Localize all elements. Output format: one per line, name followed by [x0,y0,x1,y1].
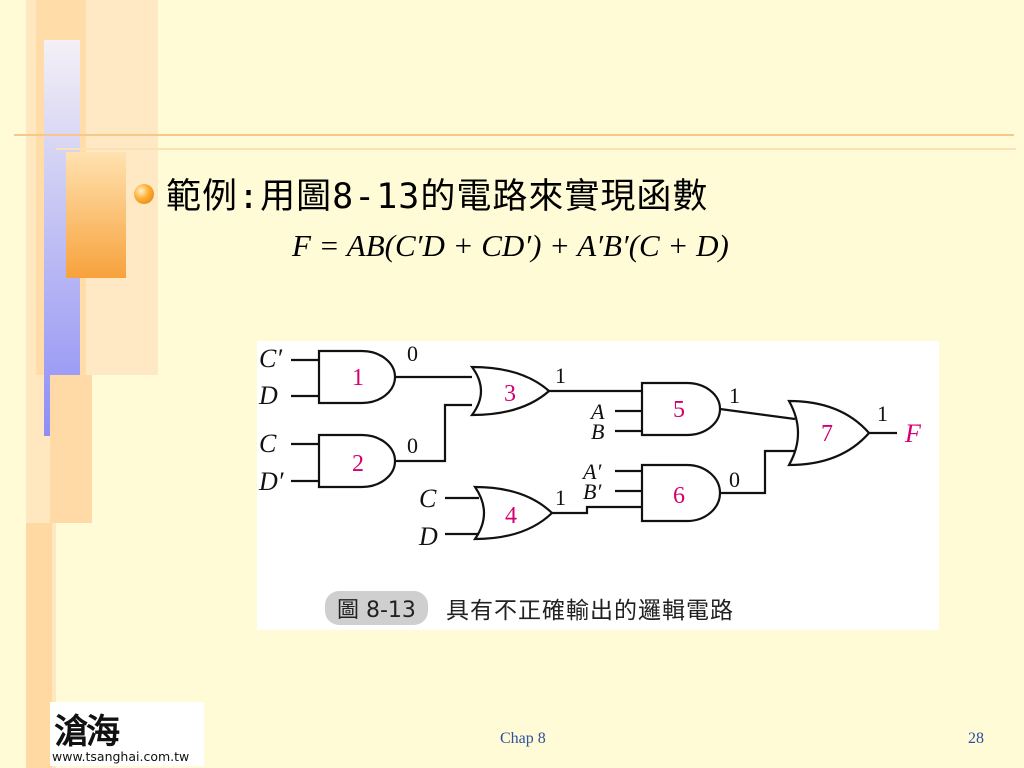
signal-value: 0 [407,341,418,366]
input-label: C′ [259,344,282,373]
or-gate-7 [787,399,871,467]
figure-number: 圖 8-13 [325,591,428,625]
deco-block [66,152,126,278]
header-divider [14,134,1014,136]
signal-value: 0 [407,433,418,458]
input-label: B′ [583,479,602,504]
or-gate-4 [472,485,554,541]
footer-page-number: 28 [968,730,984,747]
input-label: D [258,381,278,410]
footer-chapter: Chap 8 [500,730,546,747]
input-label: D [418,522,438,551]
gate-label: 2 [352,451,364,477]
gate-label: 6 [673,483,685,509]
and-gate-1 [317,349,397,405]
signal-value: 1 [555,363,566,388]
figure-caption: 圖 8-13 具有不正確輸出的邏輯電路 [325,591,734,625]
gate-label: 1 [352,365,364,391]
slide-title: 範例:用圖8-13的電路來實現函數 [166,177,709,217]
logo-url: www.tsanghai.com.tw [52,749,190,764]
bullet-icon [134,183,154,204]
and-gate-6 [640,463,722,523]
output-label: F [904,419,922,448]
gate-label: 7 [821,421,833,447]
and-gate-5 [640,381,722,437]
input-label: A [589,399,605,424]
deco-block [50,375,92,523]
circuit-diagram: C′ D C D′ C D A B A′ B′ 1 2 3 4 5 6 7 0 … [258,341,922,551]
deco-block [26,523,52,768]
gate-label: 3 [504,381,516,407]
gate-label: 4 [505,503,517,529]
signal-value: 1 [877,401,888,426]
input-label: C [259,429,277,458]
signal-value: 1 [555,485,566,510]
bullet-item: 範例:用圖8-13的電路來實現函數 [134,168,708,219]
gate-label: 5 [673,397,685,423]
logo-mark: 滄海 [54,712,120,752]
input-label: A′ [581,459,602,484]
caption-text: 具有不正確輸出的邏輯電路 [445,598,734,624]
header-divider-secondary [56,148,1016,150]
signal-value: 1 [729,383,740,408]
boolean-formula: F = AB(C′D + CD′) + A′B′(C + D) [292,228,729,263]
signal-value: 0 [729,467,740,492]
input-label: D′ [258,467,284,496]
input-label: B [591,419,604,444]
logic-circuit-figure: C′ D C D′ C D A B A′ B′ 1 2 3 4 5 6 7 0 … [257,341,939,630]
or-gate-3 [469,365,551,417]
and-gate-2 [317,433,397,489]
publisher-logo: 滄海 www.tsanghai.com.tw [50,702,204,766]
input-label: C [419,484,437,513]
